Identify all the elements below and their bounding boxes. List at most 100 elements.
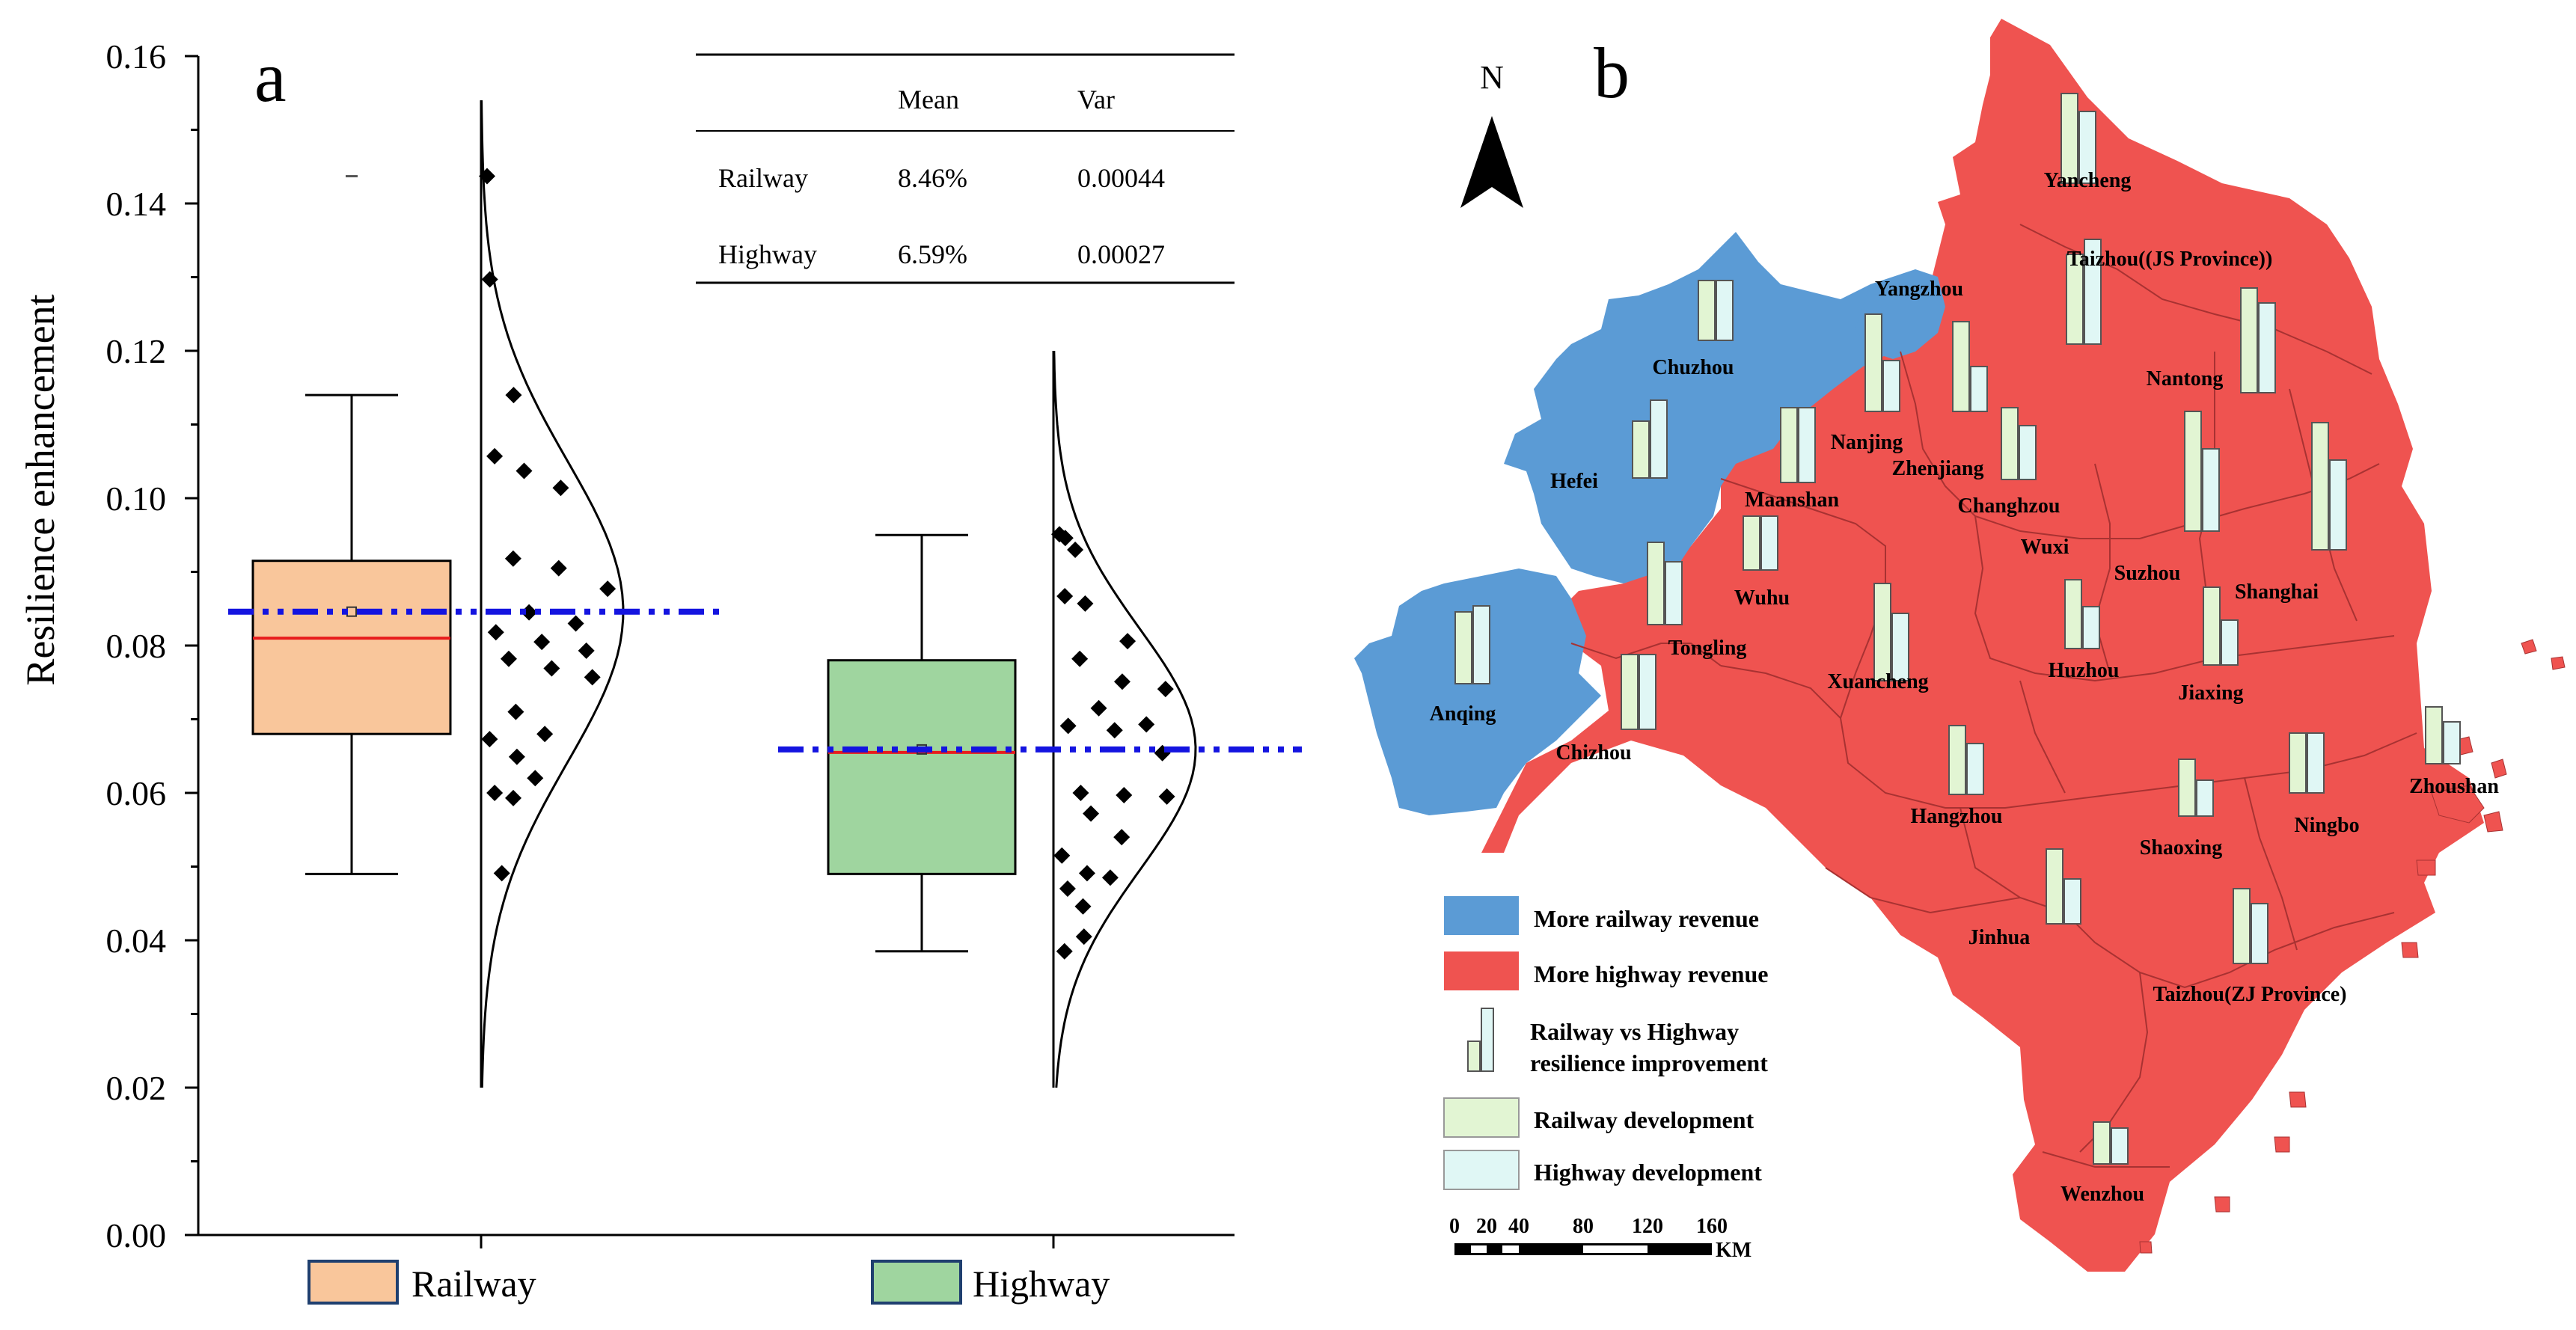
city-label-maanshan: Maanshan — [1745, 488, 1839, 512]
city-label-suzhou: Suzhou — [2114, 562, 2181, 585]
railway-points — [479, 168, 617, 882]
highway-bar — [2202, 448, 2220, 532]
city-bars-wenzhou — [2093, 1121, 2129, 1165]
map-regions — [1354, 19, 2566, 1272]
table-row-highway-mean: 6.59% — [898, 239, 967, 269]
panel-b-legend: More railway revenue More highway revenu… — [1443, 896, 1768, 1190]
legend-comparison-icon — [1467, 1008, 1494, 1072]
data-point — [487, 624, 504, 641]
data-point — [1113, 829, 1131, 846]
y-tick-label: 0.04 — [106, 922, 167, 960]
y-tick-label: 0.14 — [106, 185, 167, 223]
city-label-wuxi: Wuxi — [2021, 536, 2069, 559]
city-label-huzhou: Huzhou — [2049, 659, 2120, 682]
data-point — [1059, 880, 1076, 898]
railway-bar — [1873, 583, 1891, 681]
city-label-ningbo: Ningbo — [2294, 814, 2359, 837]
highway-bar — [1760, 515, 1778, 571]
table-row-highway-name: Highway — [718, 239, 817, 269]
city-label-tongling: Tongling — [1668, 637, 1747, 660]
railway-bar — [2001, 407, 2019, 480]
city-bars-yancheng — [2061, 93, 2096, 184]
highway-bar — [1639, 654, 1656, 730]
highway-bar — [1891, 613, 1909, 681]
city-bars-chuzhou — [1698, 280, 1734, 341]
y-tick-label: 0.00 — [106, 1216, 167, 1254]
city-label-zhoushan: Zhoushan — [2409, 775, 2499, 798]
data-point — [508, 748, 525, 765]
data-point — [1056, 588, 1074, 605]
table-row-railway-var: 0.00044 — [1077, 163, 1165, 193]
region-more-highway-revenue — [1481, 19, 2484, 1272]
data-point — [1056, 943, 1073, 960]
city-bars-maanshan — [1780, 407, 1816, 483]
data-point — [521, 604, 538, 621]
legend-highway-label: Highway — [973, 1263, 1110, 1305]
city-bars-shaoxing — [2178, 759, 2214, 817]
city-bars-taizhou-js-province — [2066, 239, 2102, 345]
region-boundaries — [1570, 224, 2417, 1168]
railway-bar — [1647, 542, 1665, 625]
city-bars-chizhou — [1621, 654, 1656, 730]
data-point — [504, 550, 521, 567]
legend-railway-revenue-label: More railway revenue — [1534, 905, 1759, 932]
data-point — [527, 770, 544, 787]
panel-a-legend: Railway Highway — [308, 1260, 1110, 1305]
city-label-xuancheng: Xuancheng — [1827, 670, 1928, 693]
data-point — [1067, 541, 1084, 558]
data-point — [486, 447, 504, 465]
city-bars-nantong — [2240, 287, 2276, 393]
scale-bar-seg3 — [1583, 1245, 1648, 1253]
data-point — [505, 387, 522, 404]
railway-bar — [2046, 848, 2063, 925]
islands — [2139, 639, 2566, 1254]
scale-tick-120: 120 — [1632, 1215, 1663, 1238]
city-label-chizhou: Chizhou — [1555, 741, 1631, 764]
y-tick-label: 0.10 — [106, 479, 167, 518]
data-point — [493, 865, 510, 882]
scale-tick-160: 160 — [1696, 1215, 1728, 1238]
data-point — [515, 462, 533, 479]
highway-bar — [2221, 619, 2239, 666]
north-arrowhead — [1460, 116, 1523, 208]
railway-bar — [2425, 706, 2443, 764]
y-tick-label: 0.12 — [106, 332, 167, 370]
city-label-shaoxing: Shaoxing — [2140, 836, 2223, 859]
highway-distribution-curve — [1053, 350, 1197, 1088]
scale-bar-seg1 — [1471, 1245, 1487, 1253]
city-label-hangzhou: Hangzhou — [1911, 805, 2003, 828]
legend-highway-revenue-swatch — [1444, 951, 1519, 990]
highway-bar — [2329, 459, 2347, 551]
city-bars-tongling — [1647, 542, 1683, 625]
legend-highway-swatch — [871, 1260, 962, 1305]
data-point — [1090, 699, 1107, 717]
table-row-railway-name: Railway — [718, 163, 808, 193]
city-label-taizhou-zj-province: Taizhou(ZJ Province) — [2153, 983, 2346, 1006]
city-bars-hefei — [1632, 399, 1668, 479]
railway-bar — [1454, 611, 1472, 684]
data-point — [1116, 786, 1133, 803]
city-label-changhzou: Changhzou — [1958, 494, 2061, 518]
data-point — [1053, 847, 1071, 864]
legend-comparison-label-line1: Railway vs Highway — [1530, 1018, 1739, 1045]
data-point — [1074, 898, 1092, 915]
legend-highway-dev-label: Highway development — [1534, 1159, 1762, 1186]
city-label-taizhou-js-province: Taizhou((JS Province)) — [2067, 248, 2273, 271]
railway-bar — [2178, 759, 2196, 817]
railway-bar — [1743, 515, 1760, 571]
data-point — [1078, 865, 1095, 882]
railway-bar — [1621, 654, 1639, 730]
railway-bar — [2066, 254, 2084, 345]
legend-railway-dev-swatch — [1443, 1097, 1520, 1138]
city-label-shanghai: Shanghai — [2235, 580, 2319, 604]
legend-highway-revenue-label: More highway revenue — [1534, 960, 1768, 987]
railway-bar — [2289, 732, 2307, 794]
table-row-highway-var: 0.00027 — [1077, 239, 1165, 269]
railway-bar — [1952, 321, 1970, 412]
y-tick-label: 0.16 — [106, 37, 167, 76]
city-bars-changhzou — [2001, 407, 2037, 480]
data-point — [550, 560, 567, 577]
railway-bar — [2233, 888, 2251, 964]
region-more-railway-revenue-anqing — [1354, 569, 1601, 815]
city-bars-ningbo — [2289, 732, 2325, 794]
